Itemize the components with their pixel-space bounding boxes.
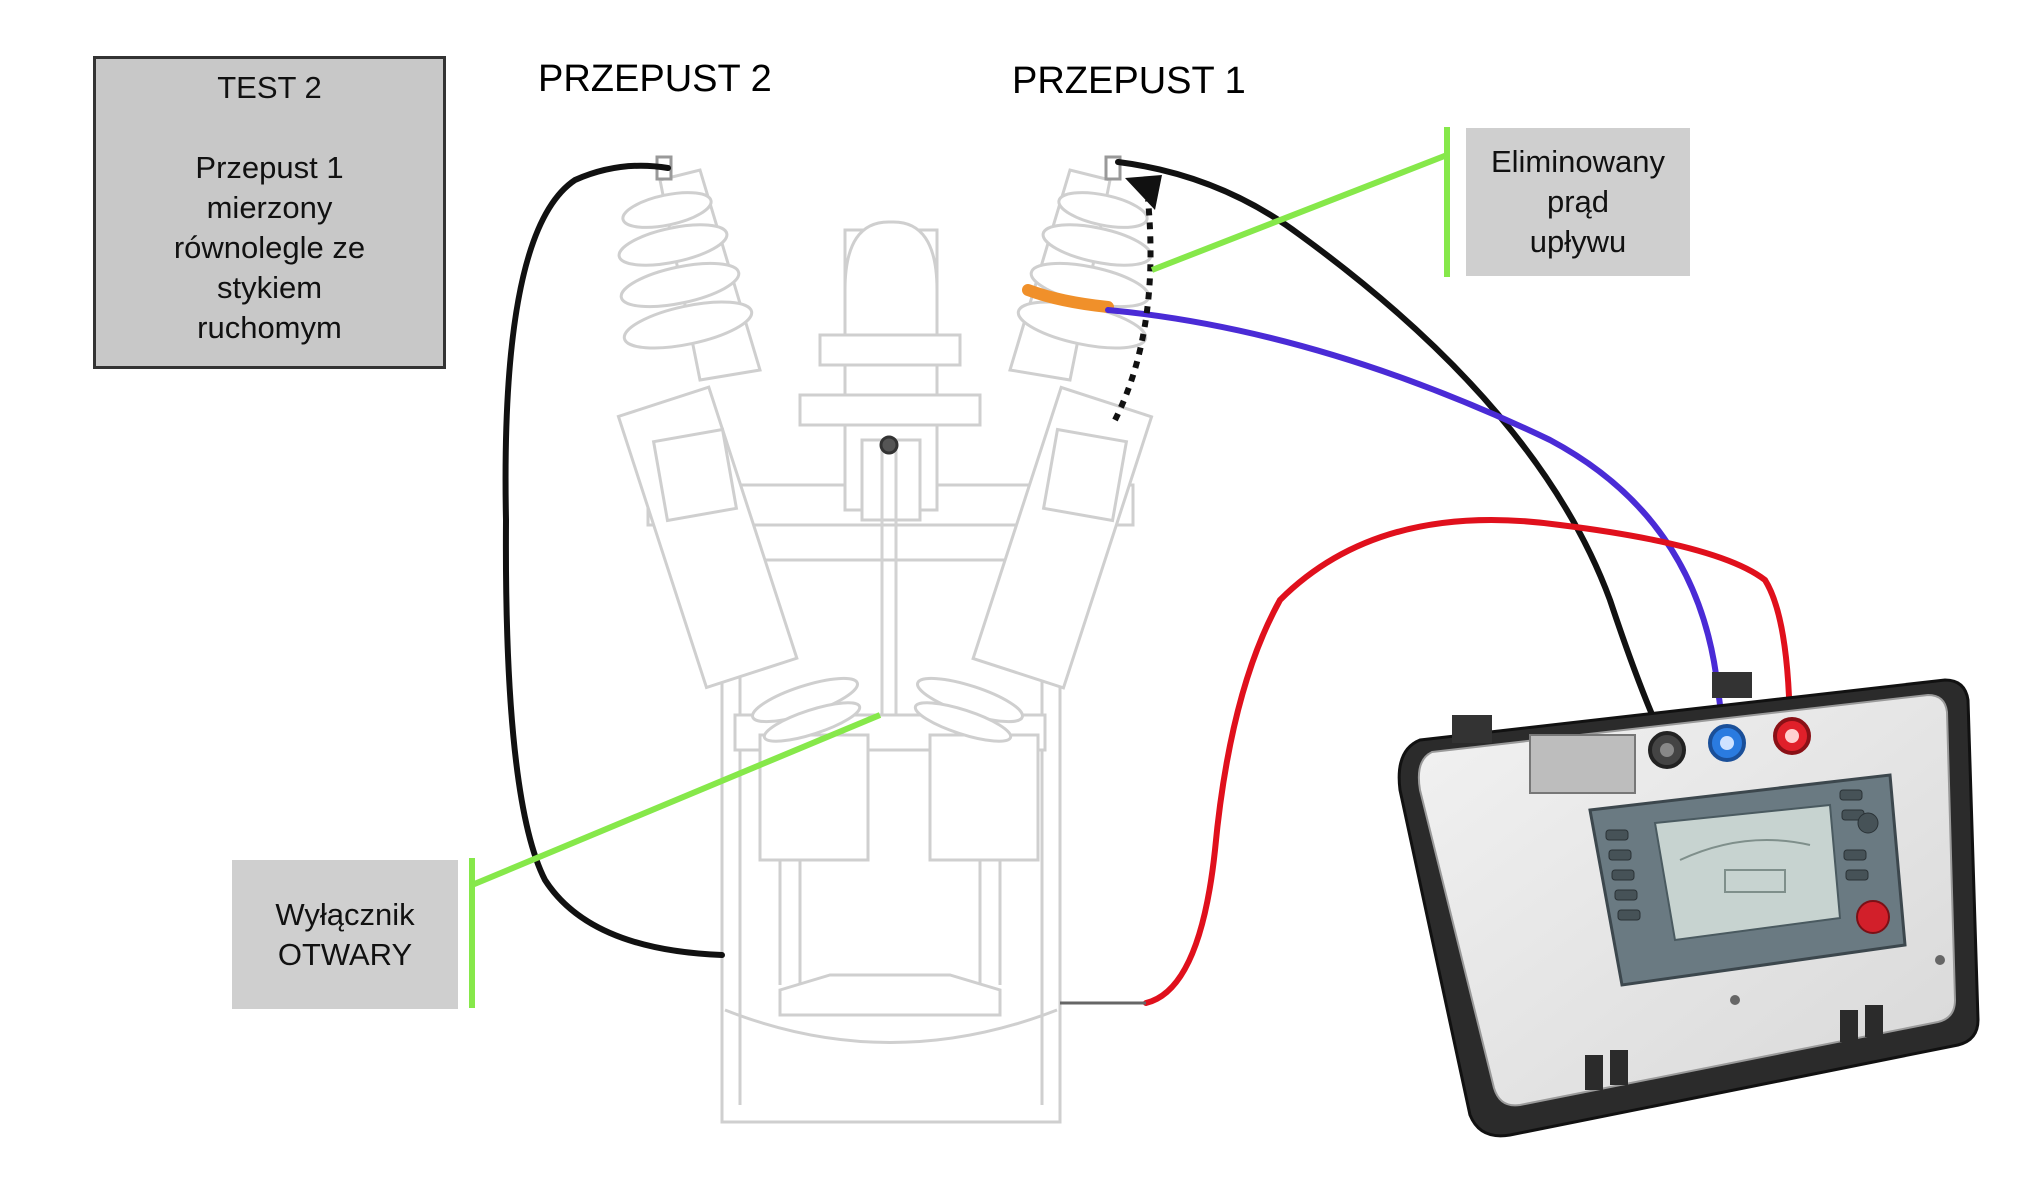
arrow-head-icon	[1125, 175, 1162, 210]
pointer-breaker	[469, 712, 882, 1008]
leakage-line: Eliminowany	[1490, 144, 1665, 179]
bushing-1-label: PRZEPUST 1	[1012, 60, 1246, 102]
terminal-red-icon	[1773, 717, 1811, 755]
black-wire-bushing-2	[502, 162, 725, 958]
terminal-blue-icon	[1708, 724, 1746, 762]
breaker-label-box: Wyłącznik OTWARY	[232, 860, 458, 1009]
leakage-label-box: Eliminowany prąd upływu	[1466, 128, 1690, 276]
blue-wire-guard	[1105, 307, 1728, 745]
leakage-line: prąd	[1546, 184, 1610, 219]
tester-test-button-icon	[1856, 900, 1890, 934]
test-line: ruchomym	[197, 310, 342, 345]
test-line: stykiem	[216, 270, 323, 305]
breaker-line: Wyłącznik	[275, 896, 415, 932]
test-line: mierzony	[206, 190, 333, 225]
guard-ring-band	[1022, 284, 1114, 313]
test-title: TEST 2	[217, 70, 322, 105]
terminal-black-icon	[1648, 731, 1686, 769]
red-wire-line	[1143, 517, 1793, 1006]
pointer-leakage	[1150, 127, 1450, 277]
circuit-breaker-drawing	[616, 155, 1154, 1124]
tester-screen	[1653, 803, 1842, 942]
insulation-tester	[1397, 672, 1980, 1138]
test-line: równolegle ze	[173, 230, 366, 265]
black-wire-bushing-1	[1115, 159, 1667, 745]
leakage-line: upływu	[1529, 224, 1627, 259]
leakage-current-arrow	[1112, 175, 1162, 422]
test-line: Przepust 1	[195, 150, 344, 185]
test-info-box: TEST 2 Przepust 1 mierzony równolegle ze…	[93, 56, 446, 369]
breaker-line: OTWARY	[277, 936, 413, 972]
bushing-2-label: PRZEPUST 2	[538, 58, 772, 100]
